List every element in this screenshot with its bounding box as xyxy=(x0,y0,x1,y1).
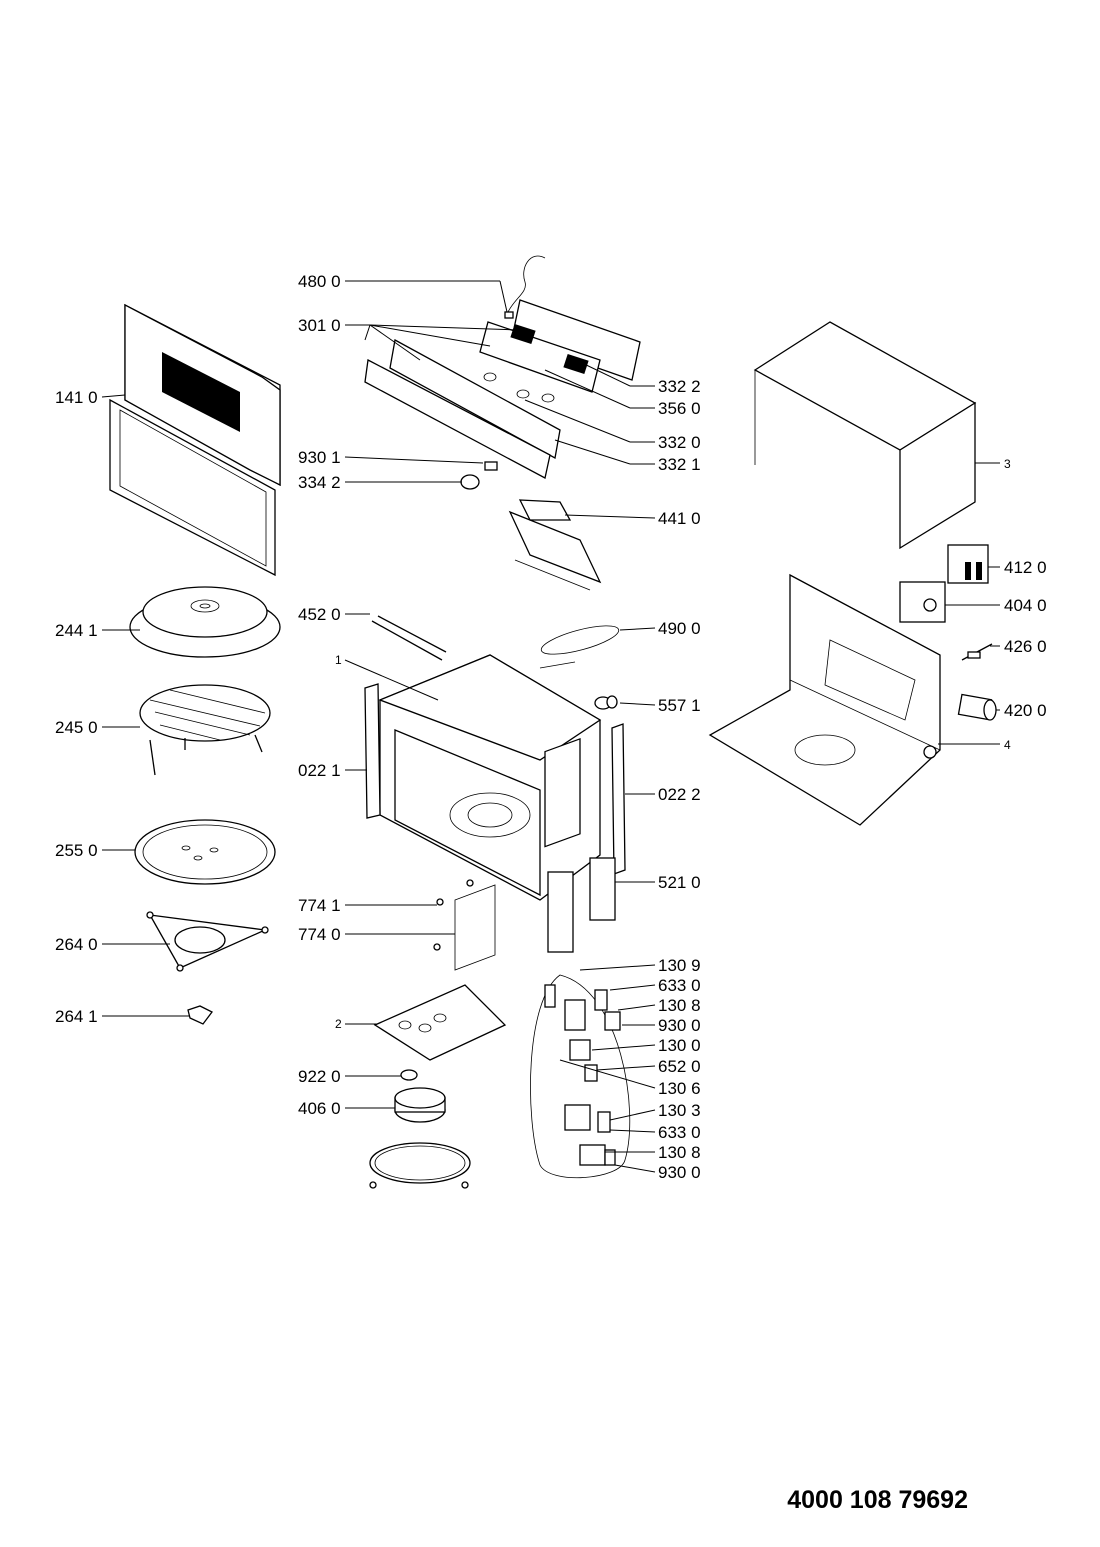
dish-cover-drawing xyxy=(129,586,281,658)
label-244-1: 244 1 xyxy=(55,621,98,640)
label-245-0: 245 0 xyxy=(55,718,98,737)
label-406-0: 406 0 xyxy=(298,1099,341,1118)
transformer-drawing xyxy=(947,544,989,584)
knob-drawing xyxy=(460,461,498,490)
door-panel-drawing xyxy=(109,303,281,577)
label-930-1: 930 1 xyxy=(298,448,341,467)
base-frame-drawing xyxy=(708,573,941,826)
document-number: 4000 108 79692 xyxy=(787,1486,968,1514)
label-557-1: 557 1 xyxy=(658,696,701,715)
label-141-0: 141 0 xyxy=(55,388,98,407)
label-441-0: 441 0 xyxy=(658,509,701,528)
heater-rods-drawing xyxy=(371,615,447,661)
interlock-group-drawing xyxy=(530,974,631,1179)
label-332-0: 332 0 xyxy=(658,433,701,452)
label-130-0: 130 0 xyxy=(658,1036,701,1055)
outer-casing-drawing xyxy=(753,321,977,550)
label-930-0-a: 930 0 xyxy=(658,1016,701,1035)
turntable-motor-drawing xyxy=(394,1087,446,1123)
label-130-6: 130 6 xyxy=(658,1079,701,1098)
fuse-drawing xyxy=(961,643,993,661)
roller-support-drawing xyxy=(146,911,269,972)
coupler-drawing xyxy=(187,1005,213,1025)
bracket-drawing xyxy=(508,499,602,591)
label-1: 1 xyxy=(335,653,342,667)
part-labels: 141 0 244 1 245 0 255 0 264 0 264 1 480 … xyxy=(55,272,1047,1182)
cover-plate-drawing xyxy=(433,879,496,971)
label-426-0: 426 0 xyxy=(1004,637,1047,656)
label-412-0: 412 0 xyxy=(1004,558,1047,577)
label-130-3: 130 3 xyxy=(658,1101,701,1120)
label-521-0: 521 0 xyxy=(658,873,701,892)
control-panel-drawing xyxy=(364,299,641,479)
label-356-0: 356 0 xyxy=(658,399,701,418)
label-130-9: 130 9 xyxy=(658,956,701,975)
label-930-0-b: 930 0 xyxy=(658,1163,701,1182)
label-130-8-b: 130 8 xyxy=(658,1143,701,1162)
label-022-1: 022 1 xyxy=(298,761,341,780)
grill-rack-drawing xyxy=(139,684,271,776)
thermostat-drawing xyxy=(594,695,618,710)
label-022-2: 022 2 xyxy=(658,785,701,804)
label-633-0-b: 633 0 xyxy=(658,1123,701,1142)
label-4: 4 xyxy=(1004,738,1011,752)
harness-drawing xyxy=(504,255,546,319)
bottom-plate-drawing xyxy=(373,984,507,1061)
label-255-0: 255 0 xyxy=(55,841,98,860)
label-334-2: 334 2 xyxy=(298,473,341,492)
label-332-1: 332 1 xyxy=(658,455,701,474)
turntable-plate-drawing xyxy=(134,819,276,885)
label-774-0: 774 0 xyxy=(298,925,341,944)
capacitor-drawing xyxy=(957,693,997,721)
ring-drawing xyxy=(369,1142,471,1189)
label-652-0: 652 0 xyxy=(658,1057,701,1076)
label-130-8-a: 130 8 xyxy=(658,996,701,1015)
label-452-0: 452 0 xyxy=(298,605,341,624)
label-420-0: 420 0 xyxy=(1004,701,1047,720)
label-3: 3 xyxy=(1004,457,1011,471)
label-774-1: 774 1 xyxy=(298,896,341,915)
label-480-0: 480 0 xyxy=(298,272,341,291)
label-404-0: 404 0 xyxy=(1004,596,1047,615)
door-hook-drawing xyxy=(547,857,616,953)
label-490-0: 490 0 xyxy=(658,619,701,638)
label-301-0: 301 0 xyxy=(298,316,341,335)
label-264-1: 264 1 xyxy=(55,1007,98,1026)
leader-lines xyxy=(101,280,1000,1173)
cavity-drawing xyxy=(364,654,626,901)
cable-drawing xyxy=(539,625,620,669)
washer-drawing xyxy=(400,1069,418,1081)
label-633-0-a: 633 0 xyxy=(658,976,701,995)
label-264-0: 264 0 xyxy=(55,935,98,954)
label-332-2: 332 2 xyxy=(658,377,701,396)
label-2: 2 xyxy=(335,1017,342,1031)
magnetron-drawing xyxy=(899,581,946,623)
label-922-0: 922 0 xyxy=(298,1067,341,1086)
